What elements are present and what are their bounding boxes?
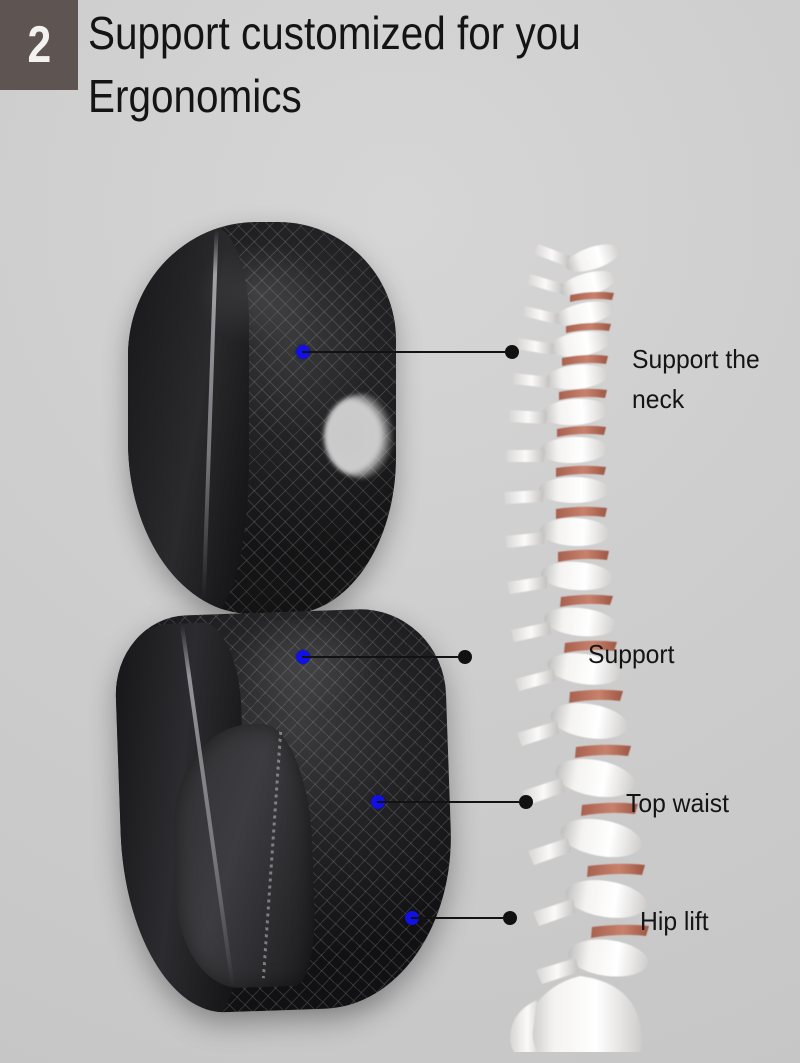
lumbar-cushion-body	[113, 606, 457, 1016]
callout-label-hip-lift: Hip lift	[640, 906, 709, 936]
lumbar-cushion	[113, 606, 457, 1016]
callout-connector-top-waist	[371, 795, 533, 809]
endpoint-dot-hip-lift	[503, 911, 517, 925]
lumbar-vertebrae	[517, 689, 649, 984]
neck-pillow-highlight	[176, 245, 338, 364]
callout-line-support	[302, 656, 458, 658]
callout-label-support-the-neck: Support the neck	[632, 344, 760, 415]
lumbar-cushion-center-panel	[169, 722, 318, 990]
callout-line-top-waist	[377, 801, 519, 803]
callout-label-top-waist: Top waist	[626, 788, 729, 818]
neck-pillow-waist-notch	[324, 394, 402, 479]
callout-connector-hip-lift	[405, 911, 517, 925]
step-number: 2	[27, 16, 52, 74]
callout-connector-support	[296, 650, 472, 664]
thoracic-vertebrae	[504, 388, 621, 691]
lumbar-cushion-highlight	[212, 615, 401, 726]
vertebrae-stack	[504, 244, 649, 1052]
spine-model	[504, 244, 649, 1052]
page-title: Support customized for you Ergonomics	[88, 7, 581, 123]
endpoint-dot-neck	[505, 345, 519, 359]
neck-pillow	[128, 222, 402, 614]
callout-line-neck	[302, 351, 505, 353]
callout-connector-neck	[296, 345, 519, 359]
callout-label-support: Support	[588, 639, 675, 669]
endpoint-dot-top-waist	[519, 795, 533, 809]
callout-line-hip-lift	[411, 917, 503, 919]
endpoint-dot-support	[458, 650, 472, 664]
cervical-vertebrae	[513, 244, 620, 390]
step-number-badge: 2	[0, 0, 78, 90]
sacrum-and-coccyx	[510, 976, 642, 1052]
neck-pillow-side-panel	[128, 226, 250, 614]
